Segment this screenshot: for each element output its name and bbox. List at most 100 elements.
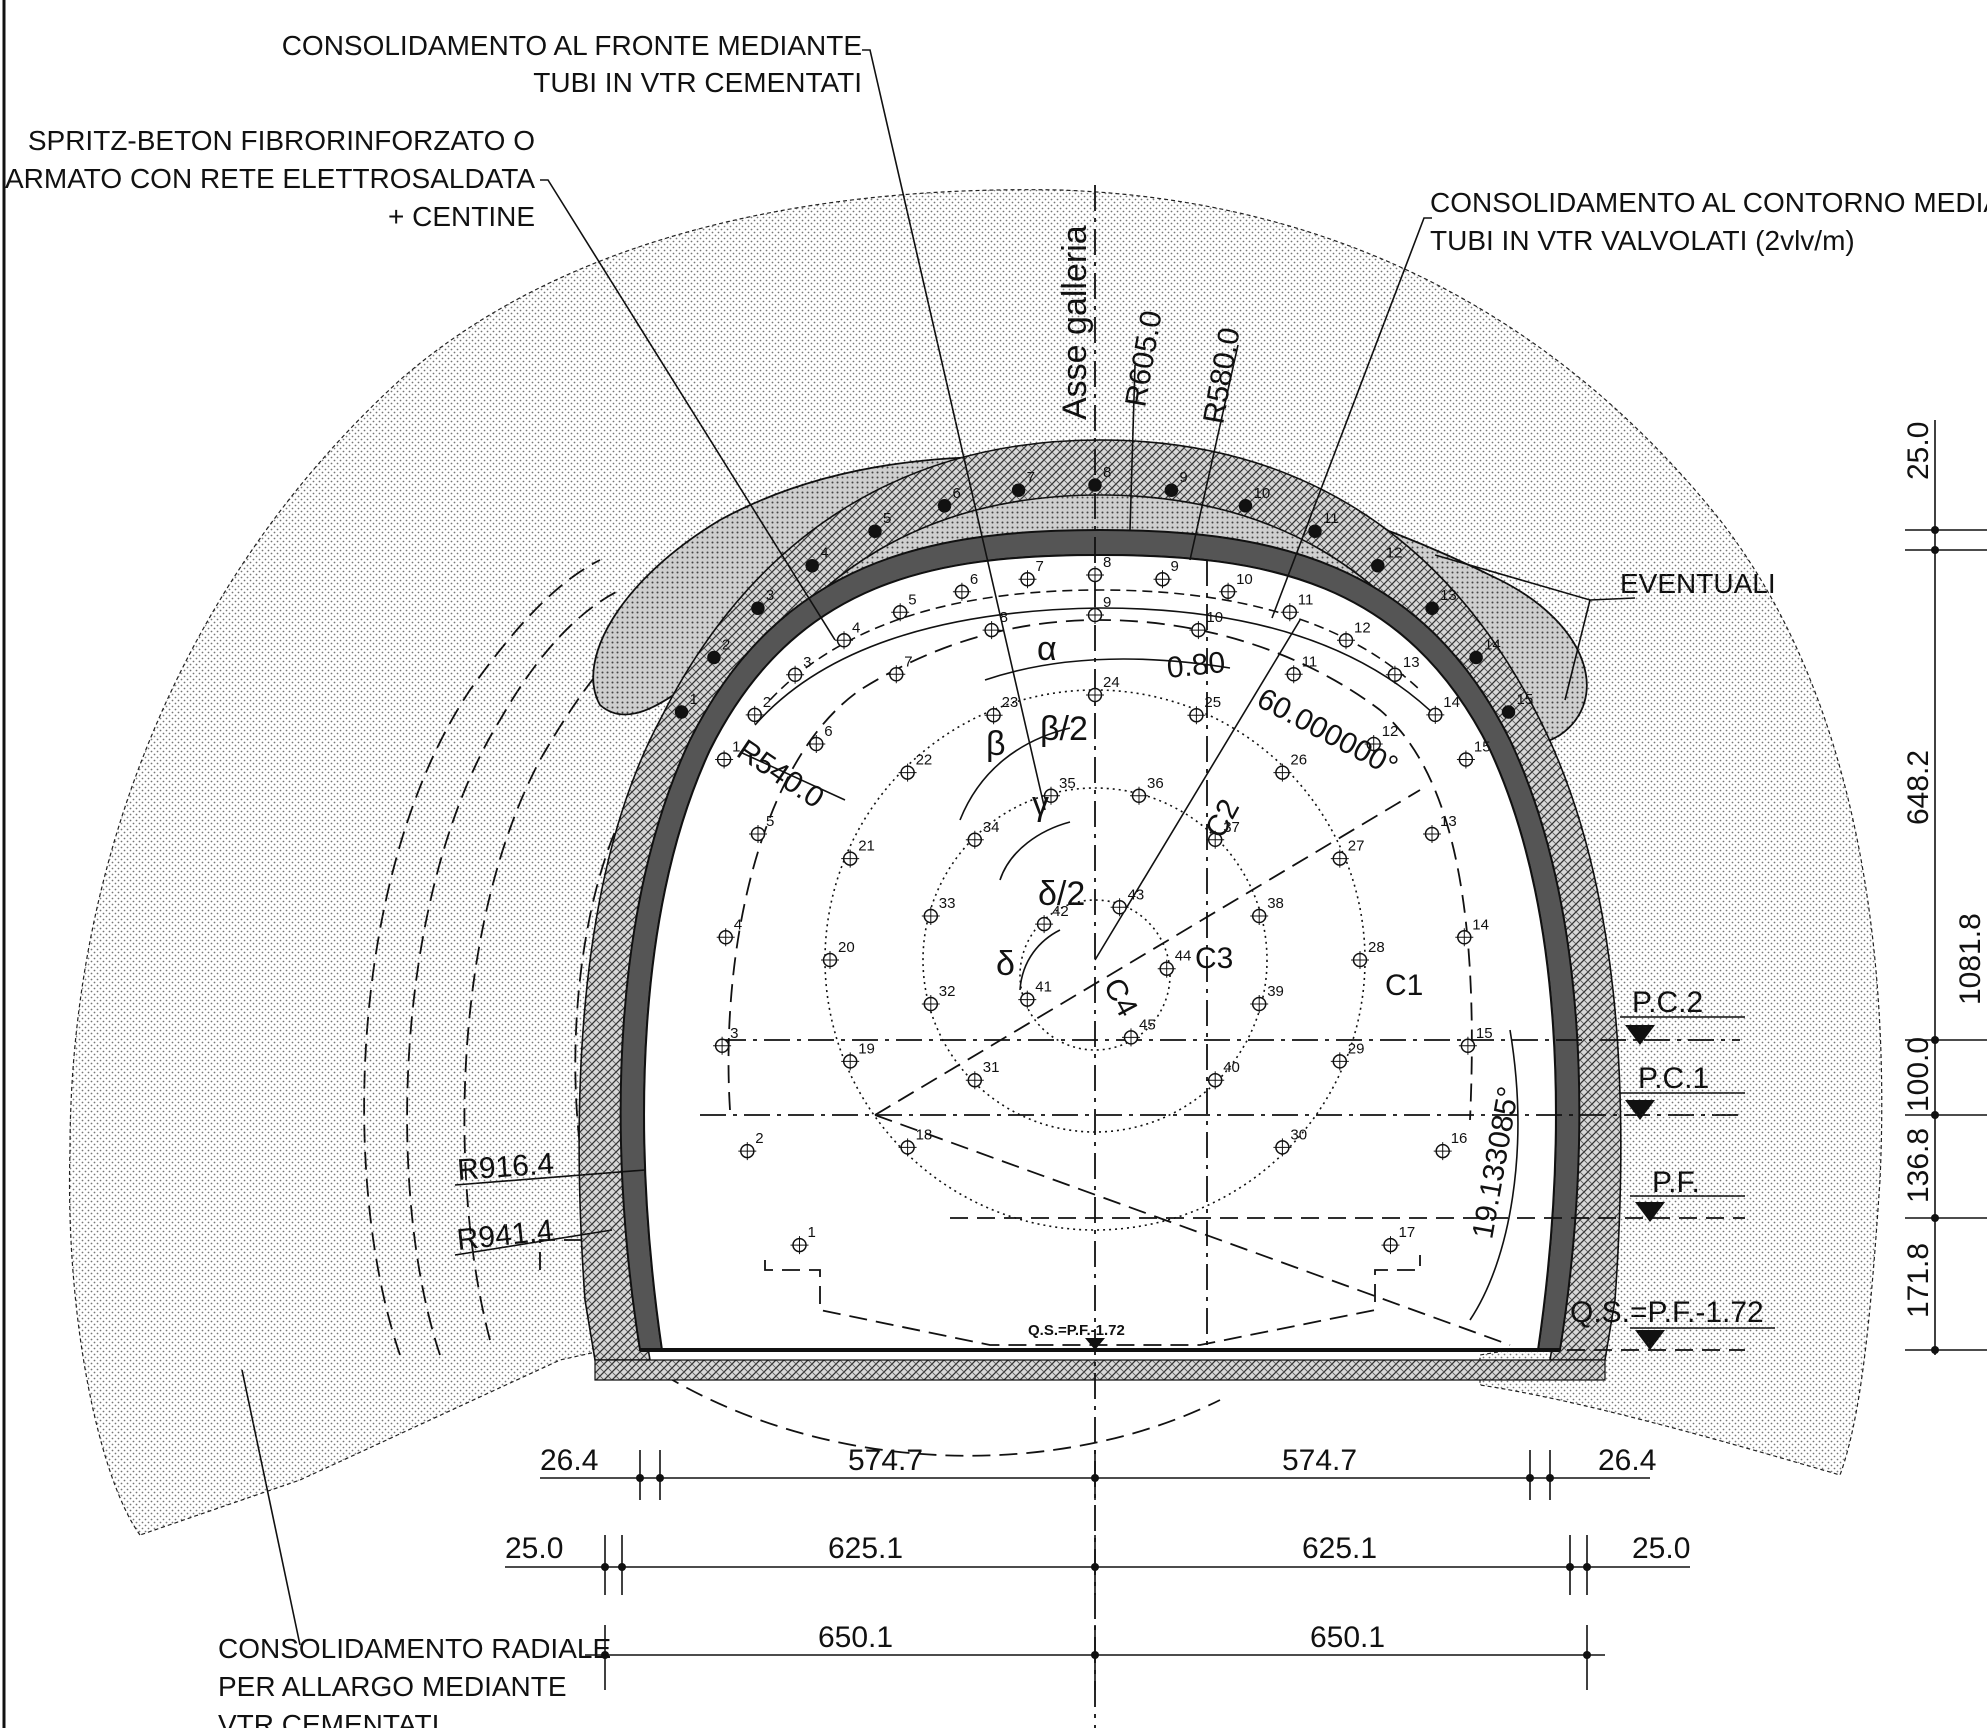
dim-right-648: 648.2 bbox=[1902, 750, 1935, 825]
c4-hole-number: 44 bbox=[1175, 948, 1192, 965]
leader-radial-consolidation bbox=[241, 1369, 301, 1646]
angle-arc-delta bbox=[1019, 929, 1061, 991]
contour-inner-hole-cross-11 bbox=[1280, 603, 1299, 622]
contour-outer-hole-2 bbox=[707, 650, 721, 665]
c2-hole-number: 30 bbox=[1290, 1126, 1307, 1143]
c3-hole-number: 39 bbox=[1267, 983, 1284, 1000]
angle-label-delta-half: δ/2 bbox=[1038, 875, 1085, 913]
c3-hole-number: 35 bbox=[1059, 775, 1076, 792]
note-contour-line2: TUBI IN VTR VALVOLATI (2vlv/m) bbox=[1430, 225, 1855, 256]
c1-hole-number: 11 bbox=[1302, 653, 1318, 670]
contour-outer-hole-number: 4 bbox=[820, 545, 828, 562]
contour-outer-hole-number: 2 bbox=[722, 637, 730, 654]
contour-outer-hole-number: 11 bbox=[1323, 510, 1339, 527]
contour-outer-hole-4 bbox=[805, 558, 819, 573]
axis-label: Asse galleria bbox=[1056, 225, 1094, 420]
dim-bottom-row3-right: 650.1 bbox=[1310, 1621, 1385, 1654]
radius-ray-c1 bbox=[1094, 619, 1301, 961]
c2-hole-number: 19 bbox=[858, 1040, 875, 1057]
c1-hole-number: 15 bbox=[1476, 1025, 1493, 1042]
c1-hole-number: 6 bbox=[824, 723, 832, 740]
contour-inner-hole-cross-6 bbox=[952, 582, 971, 601]
c2-hole-cross-24 bbox=[1086, 686, 1104, 704]
c3-hole-cross-39 bbox=[1250, 995, 1269, 1013]
contour-inner-hole-cross-2 bbox=[745, 705, 764, 724]
contour-inner-hole-cross-7 bbox=[1018, 570, 1037, 589]
c3-hole-number: 34 bbox=[983, 819, 1000, 836]
contour-outer-hole-number: 5 bbox=[883, 510, 891, 527]
note-radial-line2: PER ALLARGO MEDIANTE bbox=[218, 1671, 567, 1702]
dim-bottom-row2-right: 625.1 bbox=[1302, 1532, 1377, 1565]
c2-hole-cross-29 bbox=[1330, 1052, 1349, 1071]
radial-dashed-outline-2 bbox=[406, 589, 621, 1356]
leader-face-consolidation bbox=[862, 49, 1046, 811]
contour-outer-hole-3 bbox=[751, 601, 765, 615]
dim-bottom-row1-left-offset: 26.4 bbox=[540, 1444, 598, 1477]
c3-hole-cross-32 bbox=[921, 995, 940, 1013]
inner-arc-r540 bbox=[754, 607, 1441, 726]
c2-hole-number: 29 bbox=[1348, 1040, 1365, 1057]
c2-hole-number: 21 bbox=[858, 838, 875, 855]
contour-inner-hole-number: 4 bbox=[852, 619, 860, 636]
contour-outer-hole-11 bbox=[1308, 524, 1322, 538]
c1-hole-cross-13 bbox=[1423, 825, 1441, 843]
c3-hole-cross-38 bbox=[1250, 907, 1269, 925]
contour-outer-hole-number: 3 bbox=[766, 587, 774, 604]
c1-hole-cross-2 bbox=[738, 1142, 757, 1161]
c3-hole-number: 32 bbox=[939, 983, 956, 1000]
note-radial-line3: VTR CEMENTATI bbox=[218, 1709, 439, 1728]
radial-dashed-arc-bottom bbox=[639, 1359, 1221, 1457]
c1-hole-cross-16 bbox=[1433, 1142, 1452, 1161]
spacing-label: 0.80 bbox=[1165, 646, 1227, 685]
c1-hole-cross-10 bbox=[1189, 621, 1208, 640]
c1-hole-number: 1 bbox=[808, 1224, 816, 1241]
level-label-qs-small: Q.S.=P.F.-1.72 bbox=[1028, 1322, 1125, 1339]
right-dimension-chain bbox=[1905, 420, 1987, 1355]
leader-spritz-beton bbox=[540, 179, 836, 641]
dim-bottom-row3-left: 650.1 bbox=[818, 1621, 893, 1654]
c4-hole-number: 45 bbox=[1139, 1016, 1156, 1033]
c4-hole-cross-43 bbox=[1110, 898, 1129, 917]
angle-label-beta: β bbox=[986, 725, 1006, 763]
c3-hole-number: 38 bbox=[1267, 895, 1284, 912]
contour-inner-hole-cross-8 bbox=[1086, 566, 1104, 584]
c2-hole-cross-23 bbox=[984, 706, 1003, 725]
c4-hole-cross-42 bbox=[1035, 915, 1054, 934]
c1-hole-number: 2 bbox=[755, 1130, 763, 1147]
c2-hole-cross-18 bbox=[898, 1138, 917, 1157]
c3-hole-cross-35 bbox=[1042, 786, 1060, 805]
c1-hole-cross-7 bbox=[887, 665, 906, 684]
level-markers bbox=[1085, 1016, 1775, 1350]
c2-hole-number: 26 bbox=[1290, 752, 1307, 769]
c1-hole-number: 16 bbox=[1451, 1130, 1468, 1147]
contour-inner-hole-number: 8 bbox=[1103, 554, 1111, 571]
dim-bottom-row1-left: 574.7 bbox=[848, 1444, 923, 1477]
contour-inner-hole-number: 14 bbox=[1443, 694, 1460, 711]
contour-outer-hole-8 bbox=[1088, 478, 1102, 492]
bottom-dimension-chains bbox=[505, 1450, 1690, 1690]
contour-outer-hole-number: 6 bbox=[953, 485, 961, 502]
contour-inner-hole-cross-15 bbox=[1456, 750, 1475, 769]
angle-label-delta: δ bbox=[996, 945, 1015, 983]
contour-outer-hole-number: 1 bbox=[690, 691, 698, 708]
note-face-consolidation-line1: CONSOLIDAMENTO AL FRONTE MEDIANTE bbox=[282, 30, 862, 61]
c4-hole-number: 43 bbox=[1128, 886, 1145, 903]
c1-hole-cross-9 bbox=[1086, 606, 1104, 624]
contour-inner-hole-number: 6 bbox=[970, 571, 978, 588]
contour-outer-hole-13 bbox=[1425, 601, 1439, 615]
radius-label-r916: R916.4 bbox=[456, 1147, 555, 1187]
contour-outer-hole-number: 12 bbox=[1386, 545, 1403, 562]
contour-inner-hole-cross-5 bbox=[891, 603, 910, 622]
c1-hole-cross-8 bbox=[982, 621, 1001, 640]
c2-hole-cross-28 bbox=[1351, 951, 1369, 969]
leader-r605 bbox=[1129, 364, 1136, 531]
c3-hole-number: 33 bbox=[939, 895, 956, 912]
contour-outer-hole-10 bbox=[1238, 499, 1253, 513]
c3-hole-number: 36 bbox=[1147, 775, 1164, 792]
contour-inner-hole-number: 3 bbox=[803, 654, 811, 671]
c3-hole-number: 31 bbox=[983, 1059, 1000, 1076]
contour-inner-hole-number: 1 bbox=[732, 739, 740, 756]
c2-hole-number: 25 bbox=[1204, 694, 1221, 711]
